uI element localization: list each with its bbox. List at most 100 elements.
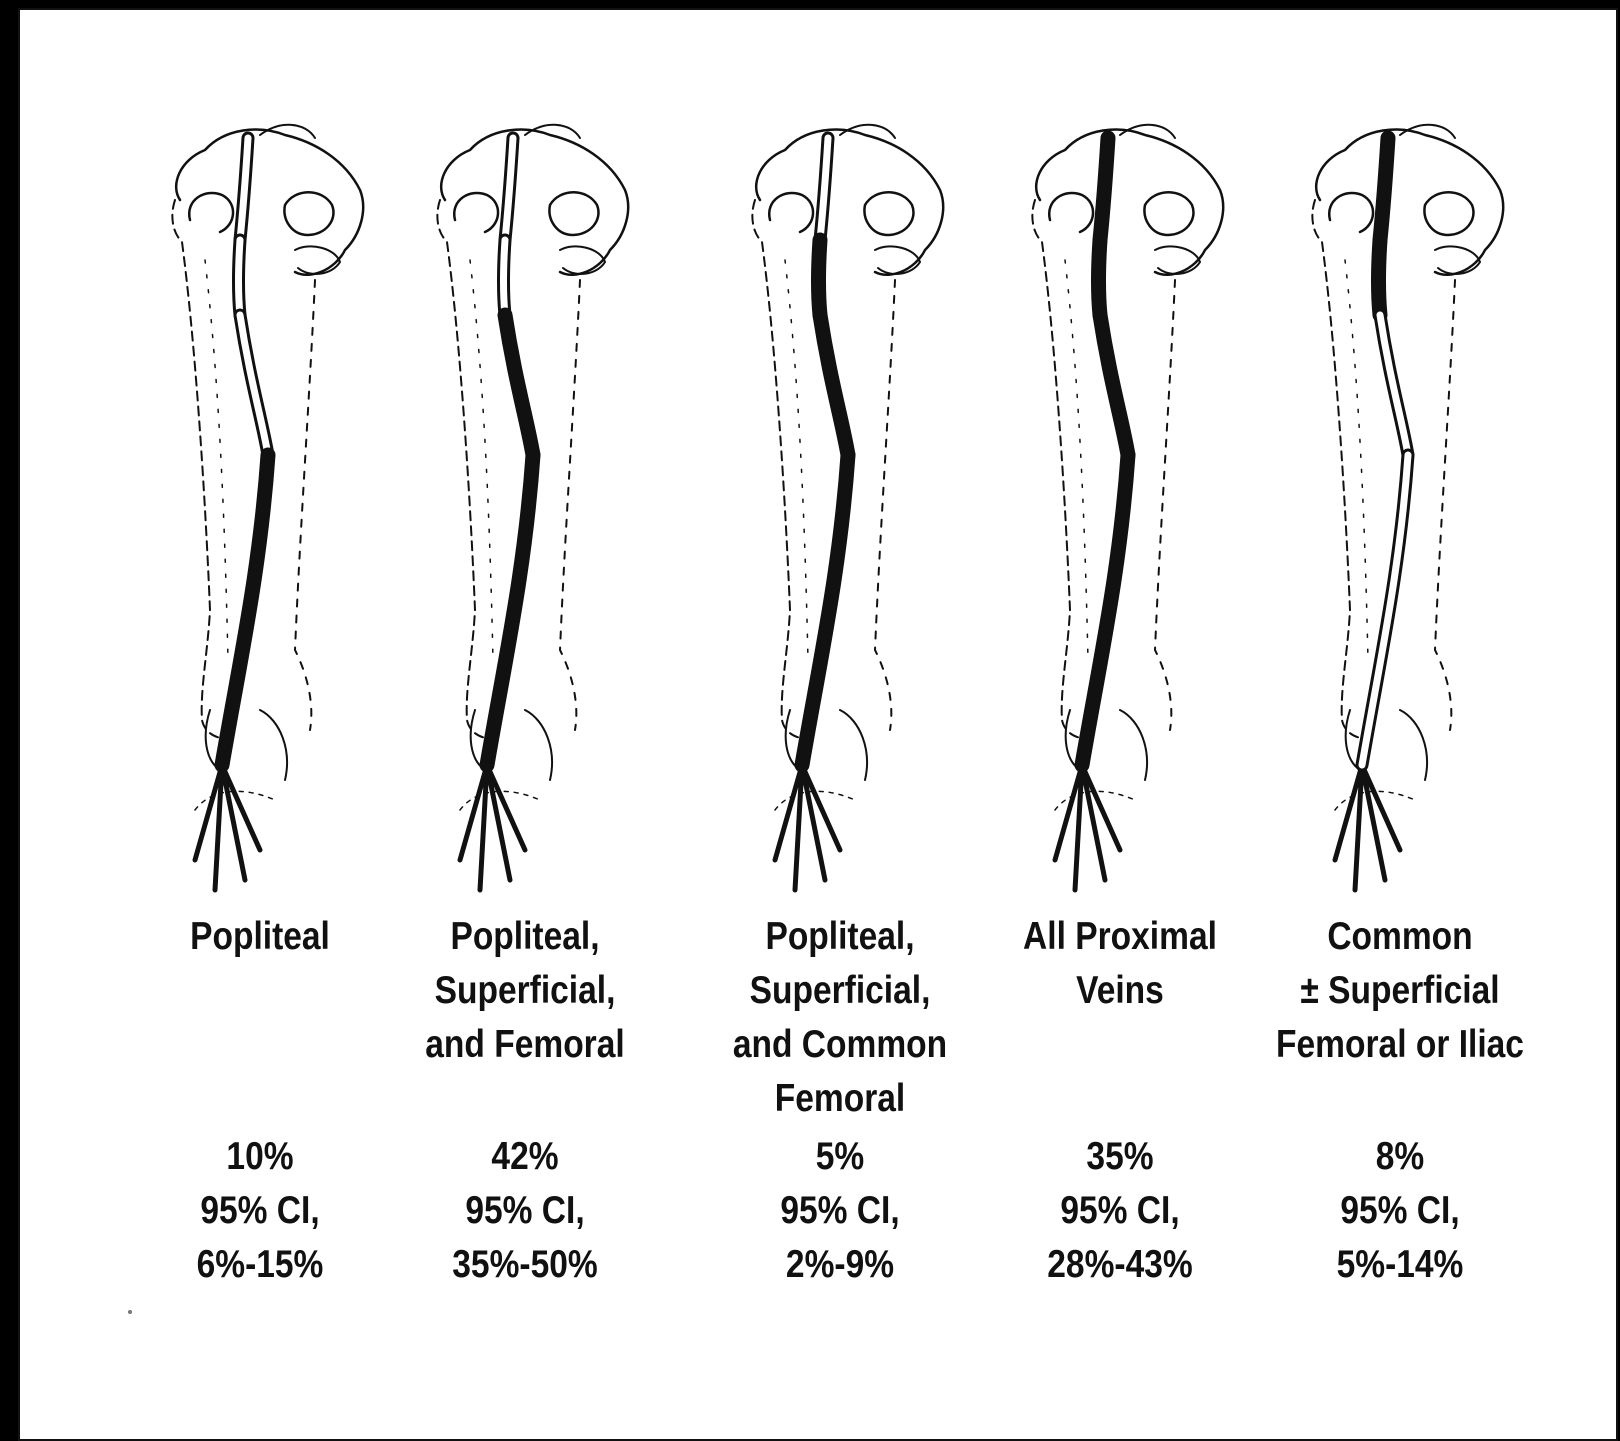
femur-shaft-line [785,260,808,660]
thrombus-common-femoral [1099,240,1101,315]
panel-all-proximal-veins: All Proximal Veins 35% 95% CI, 28%-43% [970,10,1270,1410]
panel-statistic: 8% 95% CI, 5%-14% [1271,1130,1529,1292]
panel-popliteal: Popliteal 10% 95% CI, 6%-15% [110,10,410,1410]
leg-illustration-popliteal [110,10,410,910]
thrombus-superficial-femoral [820,315,848,455]
thigh-outline-medial [1155,280,1175,730]
obturator-foramen [284,192,333,235]
thrombus-iliac [1380,138,1388,240]
tibial-veins [1335,765,1400,890]
stat-ci-range: 5%-14% [1271,1238,1529,1292]
panel-popliteal-superficial-femoral: Popliteal, Superficial, and Femoral 42% … [375,10,675,1410]
obturator-foramen [1144,192,1193,235]
femoral-head-outline [769,193,813,232]
thrombus-popliteal [487,455,533,765]
label-line: ± Superficial [1271,964,1529,1018]
panel-label: Common ± Superficial Femoral or Iliac [1271,910,1529,1072]
panel-statistic: 35% 95% CI, 28%-43% [991,1130,1249,1292]
thrombus-superficial-femoral [1100,315,1128,455]
panel-label: Popliteal, Superficial, and Femoral [396,910,654,1072]
leg-drawing-group [752,125,943,890]
stat-ci-range: 6%-15% [131,1238,389,1292]
femoral-head-outline [454,193,498,232]
label-line: Femoral or Iliac [1271,1018,1529,1072]
leg-illustration-popliteal-superficial-femoral [375,10,675,910]
label-line: Popliteal, [396,910,654,964]
scan-speck [128,1310,132,1314]
thigh-outline-medial [560,280,580,730]
obturator-foramen [549,192,598,235]
pelvis-outline [176,130,363,275]
stat-percentage: 35% [991,1130,1249,1184]
panel-popliteal-superficial-common-femoral: Popliteal, Superficial, and Common Femor… [690,10,990,1410]
thrombus-popliteal [802,455,848,765]
figure-frame: Popliteal 10% 95% CI, 6%-15% Popliteal, … [18,8,1618,1441]
pubic-bone-outline [560,246,605,274]
label-line: All Proximal [991,910,1249,964]
stat-percentage: 42% [396,1130,654,1184]
pelvis-outline [441,130,628,275]
panel-statistic: 10% 95% CI, 6%-15% [131,1130,389,1292]
leg-drawing-group [172,125,363,890]
tibial-veins [460,765,525,890]
stat-ci-label: 95% CI, [711,1184,969,1238]
label-line: Superficial, [711,964,969,1018]
vein-lumen-superficial-femoral [1380,315,1408,455]
panel-statistic: 42% 95% CI, 35%-50% [396,1130,654,1292]
panel-label: All Proximal Veins [991,910,1249,1018]
stat-ci-label: 95% CI, [396,1184,654,1238]
panel-statistic: 5% 95% CI, 2%-9% [711,1130,969,1292]
thrombus-superficial-femoral [505,315,533,455]
pelvis-outline [756,130,943,275]
label-line: Superficial, [396,964,654,1018]
thrombus-iliac [1100,138,1108,240]
leg-illustration-common-superficial-femoral-iliac [1250,10,1550,910]
vein-lumen-common-femoral [239,240,241,315]
leg-drawing-group [1032,125,1223,890]
pubic-bone-outline [875,246,920,274]
femoral-head-outline [1329,193,1373,232]
pelvis-outline [1036,130,1223,275]
thigh-outline-medial [295,280,315,730]
leg-illustration-all-proximal-veins [970,10,1270,910]
thrombus-popliteal [1082,455,1128,765]
femur-shaft-line [1345,260,1368,660]
stat-ci-range: 2%-9% [711,1238,969,1292]
stat-percentage: 5% [711,1130,969,1184]
label-line: Popliteal [131,910,389,964]
obturator-foramen [1424,192,1473,235]
label-line: Common [1271,910,1529,964]
femur-shaft-line [1065,260,1088,660]
tibial-veins [775,765,840,890]
label-line: and Femoral [396,1018,654,1072]
panel-common-superficial-femoral-iliac: Common ± Superficial Femoral or Iliac 8%… [1250,10,1550,1410]
panel-label: Popliteal, Superficial, and Common Femor… [711,910,969,1126]
stat-ci-range: 35%-50% [396,1238,654,1292]
thigh-outline-medial [1435,280,1455,730]
stat-ci-label: 95% CI, [131,1184,389,1238]
stat-ci-label: 95% CI, [1271,1184,1529,1238]
thrombus-common-femoral [819,240,821,315]
stat-percentage: 10% [131,1130,389,1184]
label-line: Veins [991,964,1249,1018]
thrombus-popliteal [222,455,268,765]
leg-illustration-popliteal-superficial-common-femoral [690,10,990,910]
stat-ci-range: 28%-43% [991,1238,1249,1292]
label-line: and Common [711,1018,969,1072]
label-line: Femoral [711,1072,969,1126]
thrombus-common-femoral [1379,240,1381,315]
femoral-head-outline [189,193,233,232]
pelvis-outline [1316,130,1503,275]
leg-drawing-group [437,125,628,890]
pubic-bone-outline [1155,246,1200,274]
femur-shaft-line [205,260,228,660]
tibial-veins [1055,765,1120,890]
stat-ci-label: 95% CI, [991,1184,1249,1238]
femoral-head-outline [1049,193,1093,232]
obturator-foramen [864,192,913,235]
vein-lumen-common-femoral [504,240,506,315]
femur-shaft-line [470,260,493,660]
vein-lumen-superficial-femoral [240,315,268,455]
stat-percentage: 8% [1271,1130,1529,1184]
label-line: Popliteal, [711,910,969,964]
